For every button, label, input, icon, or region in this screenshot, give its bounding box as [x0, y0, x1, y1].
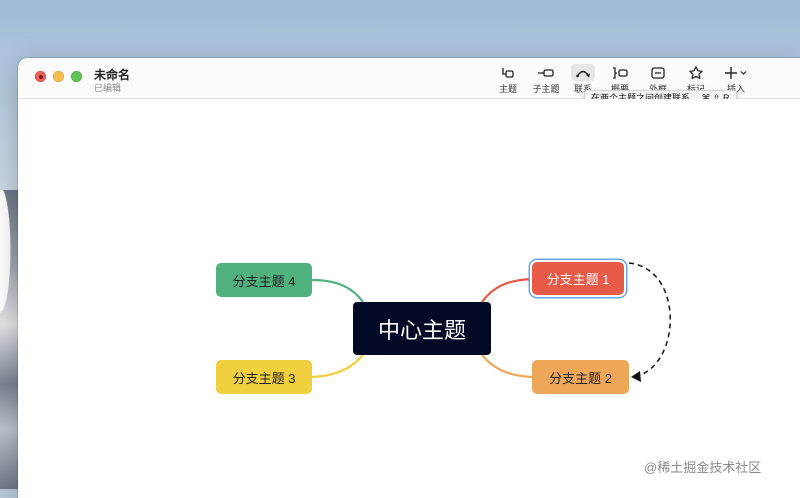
mindmap-canvas[interactable]: 中心主题 分支主题 1 分支主题 2 分支主题 3 分支主题 4	[18, 99, 800, 498]
summary-button[interactable]: 概要	[602, 64, 638, 96]
insert-label: 插入	[726, 84, 745, 94]
boundary-button[interactable]: 外框	[640, 64, 676, 96]
document-status: 已编辑	[94, 83, 122, 93]
connector-branch-3	[311, 354, 364, 379]
watermark: @稀土掘金技术社区	[644, 460, 762, 475]
relationship-icon	[576, 70, 590, 78]
boundary-label: 外框	[648, 84, 667, 94]
marker-label: 标记	[686, 84, 705, 94]
subtopic-label: 子主题	[532, 84, 560, 94]
topic-icon	[502, 67, 514, 78]
summary-label: 概要	[610, 84, 629, 94]
plus-icon	[725, 66, 747, 79]
insert-button[interactable]: 插入	[718, 64, 754, 96]
connector-branch-4	[311, 278, 364, 303]
relationship-arrowhead	[631, 371, 641, 382]
summary-icon	[613, 66, 628, 79]
subtopic-icon	[538, 68, 554, 77]
close-window-button[interactable]	[35, 71, 46, 82]
branch-topic-1[interactable]: 分支主题 1	[532, 262, 624, 295]
maximize-window-button[interactable]	[71, 71, 82, 82]
topic-button[interactable]: 主题	[490, 64, 526, 96]
connector-branch-2	[481, 354, 533, 379]
marker-button[interactable]: 标记	[678, 64, 714, 96]
minimize-window-button[interactable]	[53, 71, 64, 82]
relationship-line	[628, 262, 671, 378]
branch-topic-2[interactable]: 分支主题 2	[532, 360, 629, 394]
app-window: 未命名 已编辑 主题 子主题 联系 概要 外框 标记 插入	[18, 58, 800, 498]
branch-topic-3[interactable]: 分支主题 3	[216, 360, 312, 394]
relationship-button[interactable]: 联系	[565, 64, 601, 96]
central-topic[interactable]: 中心主题	[353, 302, 491, 355]
connector-branch-1	[481, 277, 533, 303]
topic-label: 主题	[498, 84, 517, 94]
document-title[interactable]: 未命名	[94, 68, 131, 82]
branch-topic-4[interactable]: 分支主题 4	[216, 263, 312, 297]
subtopic-button[interactable]: 子主题	[528, 64, 564, 96]
relationship-label: 联系	[573, 84, 592, 94]
boundary-icon	[651, 66, 665, 79]
connector-layer	[311, 262, 671, 382]
star-icon	[689, 65, 703, 79]
